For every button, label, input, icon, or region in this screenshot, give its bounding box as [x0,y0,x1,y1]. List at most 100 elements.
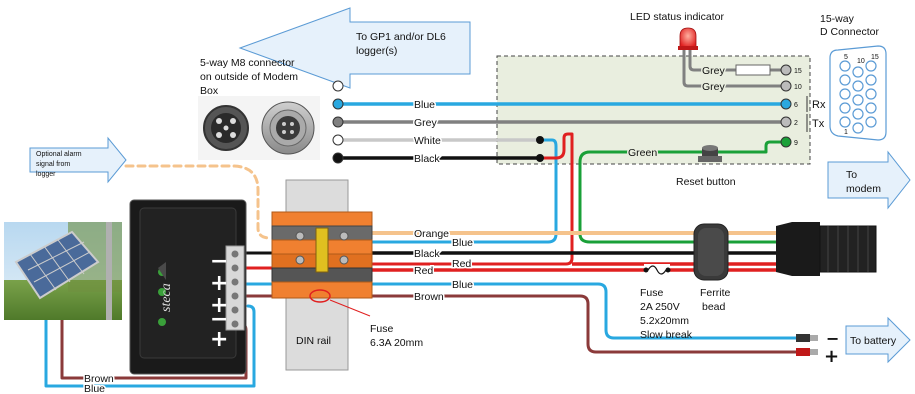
junction-white [536,136,544,144]
ctrl-sign-1: − [210,249,228,274]
dpin-15 [780,64,792,76]
din-rail [271,179,373,371]
dconn-pin10: 10 [857,58,865,65]
label-green: Green [628,147,657,159]
dconn-socket [839,60,851,72]
wire-led-grey [688,48,788,72]
dpin-9 [780,136,792,148]
m8-label-line2: on outside of Modem [200,71,298,83]
dpin-6 [780,98,792,110]
m8-label-line3: Box [200,85,219,97]
pin-15-label: 15 [794,68,802,75]
label-grey-top: Grey [414,117,438,129]
modem-connector [776,222,877,276]
battery-plus: + [824,346,839,367]
pin-6-label: 6 [794,102,798,109]
alarm-line3: logger [36,171,56,178]
ferrite-line1: Ferrite [700,287,730,299]
pin-2-label: 2 [794,120,798,127]
ctrl-sign-3: + [210,293,228,318]
alarm-line1: Optional alarm [36,151,82,158]
label-blue-top: Blue [414,99,435,111]
label-red-low: Red [414,265,433,277]
ferrite-line2: bead [702,301,726,313]
wire-black-drop-red [370,132,574,266]
fuse-symbol [643,264,671,276]
wire-alarm-orange [124,164,272,240]
fuse-leader [329,299,371,317]
label-blue-mid: Blue [452,237,473,249]
dconn-socket [839,88,851,100]
din-rail-label: DIN rail [296,335,331,347]
m8-pin-black [332,152,344,164]
to-modem-line1: To [846,169,857,181]
to-battery-label: To battery [850,335,897,347]
dconn-pin5: 5 [844,54,848,61]
ctrl-sign-5: + [210,327,228,352]
arrow-to-battery: To battery [845,316,911,364]
fuse-small-line1: Fuse [370,323,394,335]
dconn-socket [865,102,877,114]
dpin-2 [780,116,792,128]
dconn-socket [865,88,877,100]
dconn-socket [865,74,877,86]
ctrl-sign-4: − [210,307,228,332]
battery-minus: − [826,329,839,348]
dconn-socket [839,116,851,128]
label-white-top: White [414,135,441,147]
label-red-mid: Red [452,258,471,270]
m8-pin-empty [332,80,344,92]
dconn-pin1: 1 [844,129,848,136]
reset-label: Reset button [676,176,736,188]
dconn-line2: D Connector [820,26,879,38]
fuse-large-line2: 2A 250V [640,301,680,313]
label-blue-low: Blue [452,279,473,291]
dconn-socket [852,80,864,92]
controller-brand: steca [159,283,174,312]
d-connector-pins [839,60,877,134]
tx-label: Tx [812,118,825,130]
wire-panel-blue [44,284,256,388]
led-indicator [678,27,698,50]
dconn-socket [852,122,864,134]
ctrl-sign-2: + [210,271,228,296]
dconn-socket [839,74,851,86]
arrow-optional-alarm: Optional alarm signal from logger [29,136,127,184]
fuse-large-line3: 5.2x20mm [640,315,689,327]
wire-low-brown [370,294,798,354]
reset-button [698,145,722,162]
dconn-socket [852,94,864,106]
label-brown-low: Brown [414,291,444,303]
arrow-logger-line1: To GP1 and/or DL6 [356,31,446,43]
arrow-to-modem: To modem [827,150,911,210]
dpin-10 [780,80,792,92]
wire-low-blue [370,282,798,340]
fuse-large-line4: Slow break [640,329,693,341]
wire-pin10-grey [682,48,788,88]
resistor [735,64,771,76]
pin-9-label: 9 [794,140,798,147]
battery-terminals [796,334,818,356]
arrow-logger-line2: logger(s) [356,45,397,57]
fuse-large-line1: Fuse [640,287,664,299]
junction-black [536,154,544,162]
to-modem-line2: modem [846,183,881,195]
label-black-mid: Black [414,248,440,260]
dconn-socket [865,116,877,128]
m8-connector-photo [198,96,320,160]
rx-label: Rx [812,99,826,111]
fuse-small-line2: 6.3A 20mm [370,337,423,349]
label-brown-bottom: Brown [84,373,114,385]
m8-pin-white [332,134,344,146]
dconn-socket [852,66,864,78]
dconn-socket [839,102,851,114]
m8-pin-blue [332,98,344,110]
wire-white-drop-blue [370,138,558,244]
ferrite-bead [693,223,729,281]
fuse-marker [309,289,331,303]
label-blue-bottom: Blue [84,383,105,394]
label-orange: Orange [414,228,449,240]
label-grey-led: Grey [702,65,726,77]
pin-10-label: 10 [794,84,802,91]
